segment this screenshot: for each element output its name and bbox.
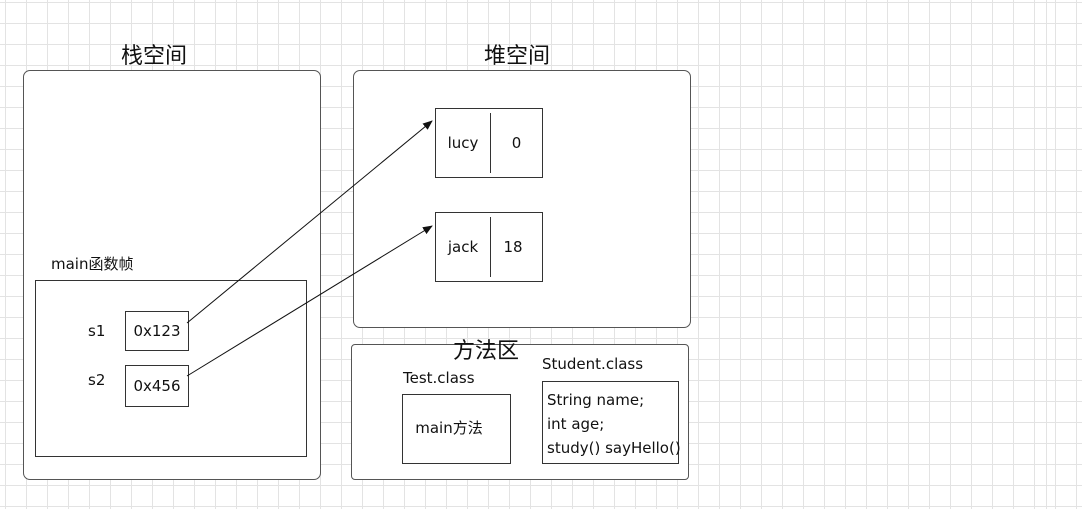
canvas-edge (1046, 0, 1047, 509)
var-s1-name: s1 (88, 322, 106, 340)
object-age-field: 0 (511, 134, 522, 152)
heap-object-jack: jack 18 (435, 212, 543, 282)
object-age-field: 18 (503, 238, 523, 256)
test-class-label: Test.class (403, 369, 475, 387)
stack-title: 栈空间 (121, 44, 188, 69)
var-s2-value: 0x456 (125, 365, 189, 407)
frame-label: main函数帧 (51, 255, 134, 273)
test-class-content: main方法 (415, 418, 483, 437)
heap-object-lucy: lucy 0 (435, 108, 543, 178)
object-name-field: lucy (447, 134, 479, 152)
member-line: int age; (547, 415, 605, 433)
heap-title: 堆空间 (484, 44, 551, 69)
student-class-members: String name; int age; study() sayHello() (547, 388, 681, 460)
field-divider (490, 217, 491, 277)
arrow-s1-to-lucy (186, 120, 433, 324)
student-class-box: String name; int age; study() sayHello() (542, 381, 681, 464)
method-area-title: 方法区 (453, 339, 520, 364)
member-line: study() sayHello() (547, 439, 681, 457)
object-name-field: jack (447, 238, 479, 256)
arrow-s2-to-jack (186, 225, 433, 377)
field-divider (490, 113, 491, 173)
student-class-label: Student.class (542, 355, 644, 373)
var-s2-name: s2 (88, 371, 106, 389)
member-line: String name; (547, 391, 645, 409)
test-class-box: main方法 (402, 394, 511, 464)
var-s1-value: 0x123 (125, 311, 189, 351)
